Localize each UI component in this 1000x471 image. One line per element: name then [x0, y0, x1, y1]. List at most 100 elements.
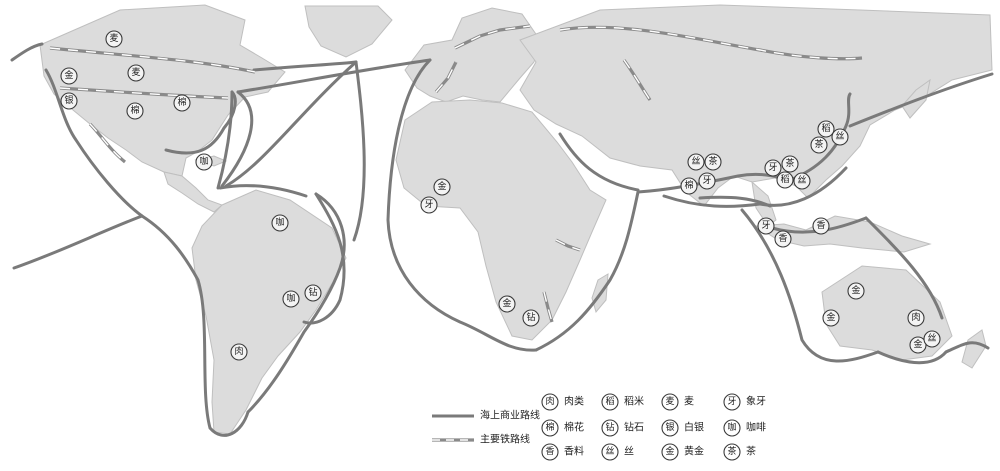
commodity-marker-glyph: 咖: [286, 292, 295, 304]
commodity-marker-ring: [127, 64, 145, 82]
legend-item-ring: [541, 419, 559, 437]
commodity-marker-silk-southeast-australia: 丝: [923, 330, 941, 348]
commodity-marker-glyph: 棉: [130, 104, 139, 116]
commodity-marker-ring: [420, 196, 438, 214]
commodity-marker-glyph: 稻: [780, 174, 789, 185]
legend-item-11: 金黄金: [661, 443, 704, 461]
commodity-marker-glyph: 棉: [684, 179, 693, 191]
route-atlantic-cape: [352, 60, 366, 242]
central-america-land: [163, 171, 223, 213]
route-north-atlantic: [252, 60, 358, 72]
commodity-marker-glyph: 咖: [275, 216, 284, 228]
commodity-marker-glyph: 棉: [177, 96, 186, 108]
commodity-marker-ring: [304, 284, 322, 302]
commodity-marker-cotton-us-south: 棉: [126, 102, 144, 120]
commodity-marker-glyph: 牙: [761, 220, 770, 231]
route-straits-east: [758, 166, 848, 207]
legend-item-glyph: 茶: [727, 445, 736, 457]
commodity-marker-ring: [907, 309, 925, 327]
commodity-marker-silk-china: 丝: [831, 128, 849, 146]
commodity-marker-ring: [757, 217, 775, 235]
legend-item-glyph: 麦: [665, 395, 674, 407]
commodity-marker-tea-india: 茶: [704, 153, 722, 171]
route-suez-red-sea: [558, 132, 640, 192]
indonesia-land: [754, 215, 932, 253]
commodity-marker-gold-west-north-america: 金: [60, 67, 78, 85]
maritime-routes-layer: [10, 42, 994, 437]
commodity-marker-ring: [812, 217, 830, 235]
commodity-marker-ring: [704, 153, 722, 171]
legend-item-5: 棉棉花: [541, 419, 584, 437]
commodity-marker-diamond-brazil: 钻: [304, 284, 322, 302]
legend-item-glyph: 牙: [727, 396, 736, 407]
commodity-marker-tea-southeast-asia: 茶: [781, 155, 799, 173]
commodity-marker-glyph: 牙: [768, 162, 777, 173]
commodity-marker-spice-indonesia: 香: [812, 217, 830, 235]
route-south-atlantic-inner: [246, 192, 346, 414]
legend-trade-route: 海上商业路线: [432, 409, 540, 422]
railway-trans-siberian: [559, 25, 863, 61]
legend-item-label: 白银: [684, 421, 704, 434]
legend-item-glyph: 香: [545, 446, 554, 457]
commodity-marker-silk-india: 丝: [687, 153, 705, 171]
commodity-marker-glyph: 银: [64, 94, 73, 106]
route-west-australia: [740, 208, 880, 363]
legend-item-ring: [541, 393, 559, 411]
route-south-pacific: [12, 214, 144, 270]
land-layer: [39, 4, 993, 435]
legend-item-ring: [661, 443, 679, 461]
legend-item-glyph: 钻: [605, 421, 614, 433]
commodity-marker-ring: [271, 214, 289, 232]
route-caribbean-brazil: [218, 184, 308, 198]
route-south-australia: [876, 350, 948, 365]
commodity-marker-ivory-west-africa: 牙: [420, 196, 438, 214]
commodity-marker-rice-china: 稻: [817, 120, 835, 138]
commodity-marker-rice-southeast-asia: 稻: [776, 171, 794, 189]
commodity-markers-layer: 麦金麦银棉棉咖咖咖钻肉金牙金钻丝茶棉牙牙茶稻丝稻丝茶牙香香金金肉金丝: [60, 30, 941, 361]
legend-item-3: 麦麦: [661, 393, 694, 411]
commodity-marker-glyph: 钻: [526, 311, 535, 323]
commodity-marker-silver-west-north-america: 银: [60, 92, 78, 110]
commodity-marker-coffee-brazil: 咖: [282, 290, 300, 308]
commodity-marker-ring: [195, 153, 213, 171]
commodity-marker-gold-west-africa: 金: [433, 178, 451, 196]
commodity-marker-ring: [923, 330, 941, 348]
commodity-marker-ring: [687, 153, 705, 171]
legend-item-label: 稻米: [624, 395, 644, 408]
commodity-marker-cotton-india: 棉: [680, 177, 698, 195]
commodity-marker-ring: [680, 177, 698, 195]
legend-item-glyph: 丝: [605, 445, 614, 457]
route-atlantic-south-link: [220, 90, 254, 188]
legend-item-8: 咖咖啡: [723, 419, 766, 437]
route-mid-atlantic: [224, 60, 358, 188]
legend-trade-route-label: 海上商业路线: [480, 409, 540, 422]
legend-item-2: 稻稻米: [601, 393, 644, 411]
legend-item-label: 茶: [746, 445, 756, 458]
commodity-marker-glyph: 肉: [234, 345, 243, 357]
legend-item-ring: [723, 419, 741, 437]
legend-item-ring: [661, 393, 679, 411]
commodity-marker-glyph: 茶: [708, 155, 717, 167]
commodity-marker-ring: [105, 30, 123, 48]
route-atlantic-caribbean-link: [216, 90, 234, 190]
commodity-marker-ring: [522, 309, 540, 327]
commodity-marker-gold-southeast-australia: 金: [909, 336, 927, 354]
commodity-marker-glyph: 咖: [199, 155, 208, 167]
legend-item-ring: [541, 443, 559, 461]
legend-item-7: 银白银: [661, 419, 704, 437]
route-east-africa-india: [534, 190, 640, 352]
commodity-marker-glyph: 金: [851, 284, 860, 296]
commodity-marker-glyph: 牙: [424, 199, 433, 210]
commodity-marker-ring: [60, 92, 78, 110]
railway-us: [59, 86, 229, 100]
commodity-marker-meat-australia: 肉: [907, 309, 925, 327]
commodity-marker-glyph: 肉: [911, 311, 920, 323]
route-east-australia: [944, 341, 990, 354]
legend-item-label: 丝: [624, 446, 634, 458]
route-gulf-atlantic: [164, 90, 237, 155]
legend-item-ring: [723, 393, 741, 411]
commodity-marker-ring: [817, 120, 835, 138]
commodity-marker-ring: [698, 172, 716, 190]
route-brazil-coast: [302, 192, 346, 325]
commodity-marker-ring: [847, 282, 865, 300]
